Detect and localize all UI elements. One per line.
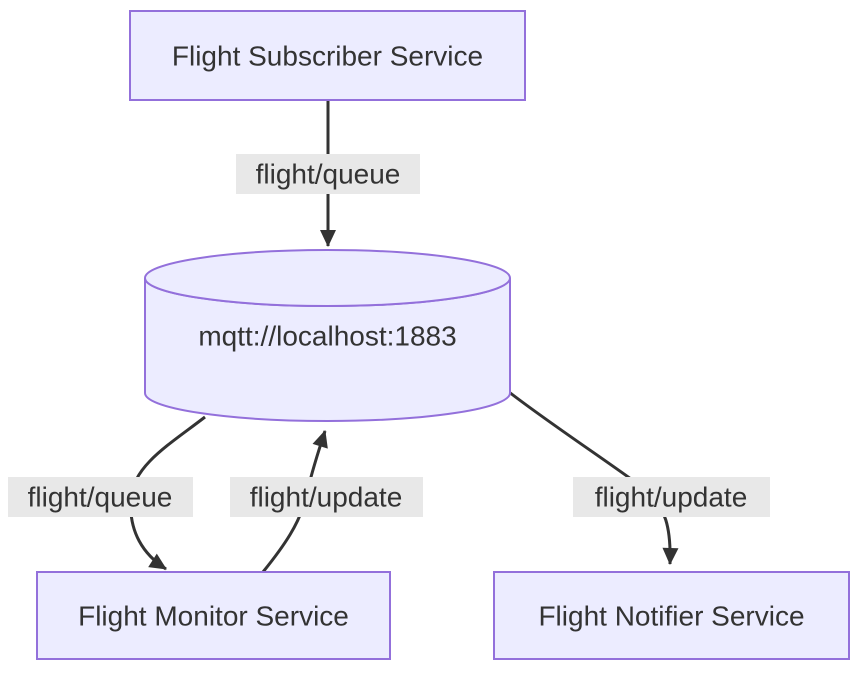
edge-label-flight-queue-left: flight/queue (8, 477, 193, 517)
node-flight-monitor-service: Flight Monitor Service (36, 571, 391, 660)
edge-label-flight-update-middle: flight/update (230, 477, 423, 517)
node-flight-notifier-service: Flight Notifier Service (493, 571, 850, 660)
edge-label-bg (573, 477, 770, 517)
subscriber-box (129, 10, 526, 101)
monitor-box (36, 571, 391, 660)
edge-label-text: flight/queue (256, 159, 401, 190)
notifier-label: Flight Notifier Service (538, 601, 804, 632)
edge-label-flight-update-right: flight/update (573, 477, 770, 517)
edge-label-text: flight/queue (28, 482, 173, 513)
edge-label-text: flight/update (595, 482, 748, 513)
edge-label-bg (8, 477, 193, 517)
node-flight-subscriber-service: Flight Subscriber Service (129, 10, 526, 101)
edge-label-text: flight/update (250, 482, 403, 513)
monitor-label: Flight Monitor Service (78, 601, 349, 632)
edge-label-bg (230, 477, 423, 517)
cylinder-top (144, 249, 511, 307)
subscriber-label: Flight Subscriber Service (172, 41, 483, 72)
edge-label-bg (236, 154, 420, 194)
node-mqtt-broker: mqtt://localhost:1883 (144, 249, 511, 422)
broker-label: mqtt://localhost:1883 (198, 321, 456, 352)
notifier-box (493, 571, 850, 660)
edge-label-flight-queue-top: flight/queue (236, 154, 420, 194)
